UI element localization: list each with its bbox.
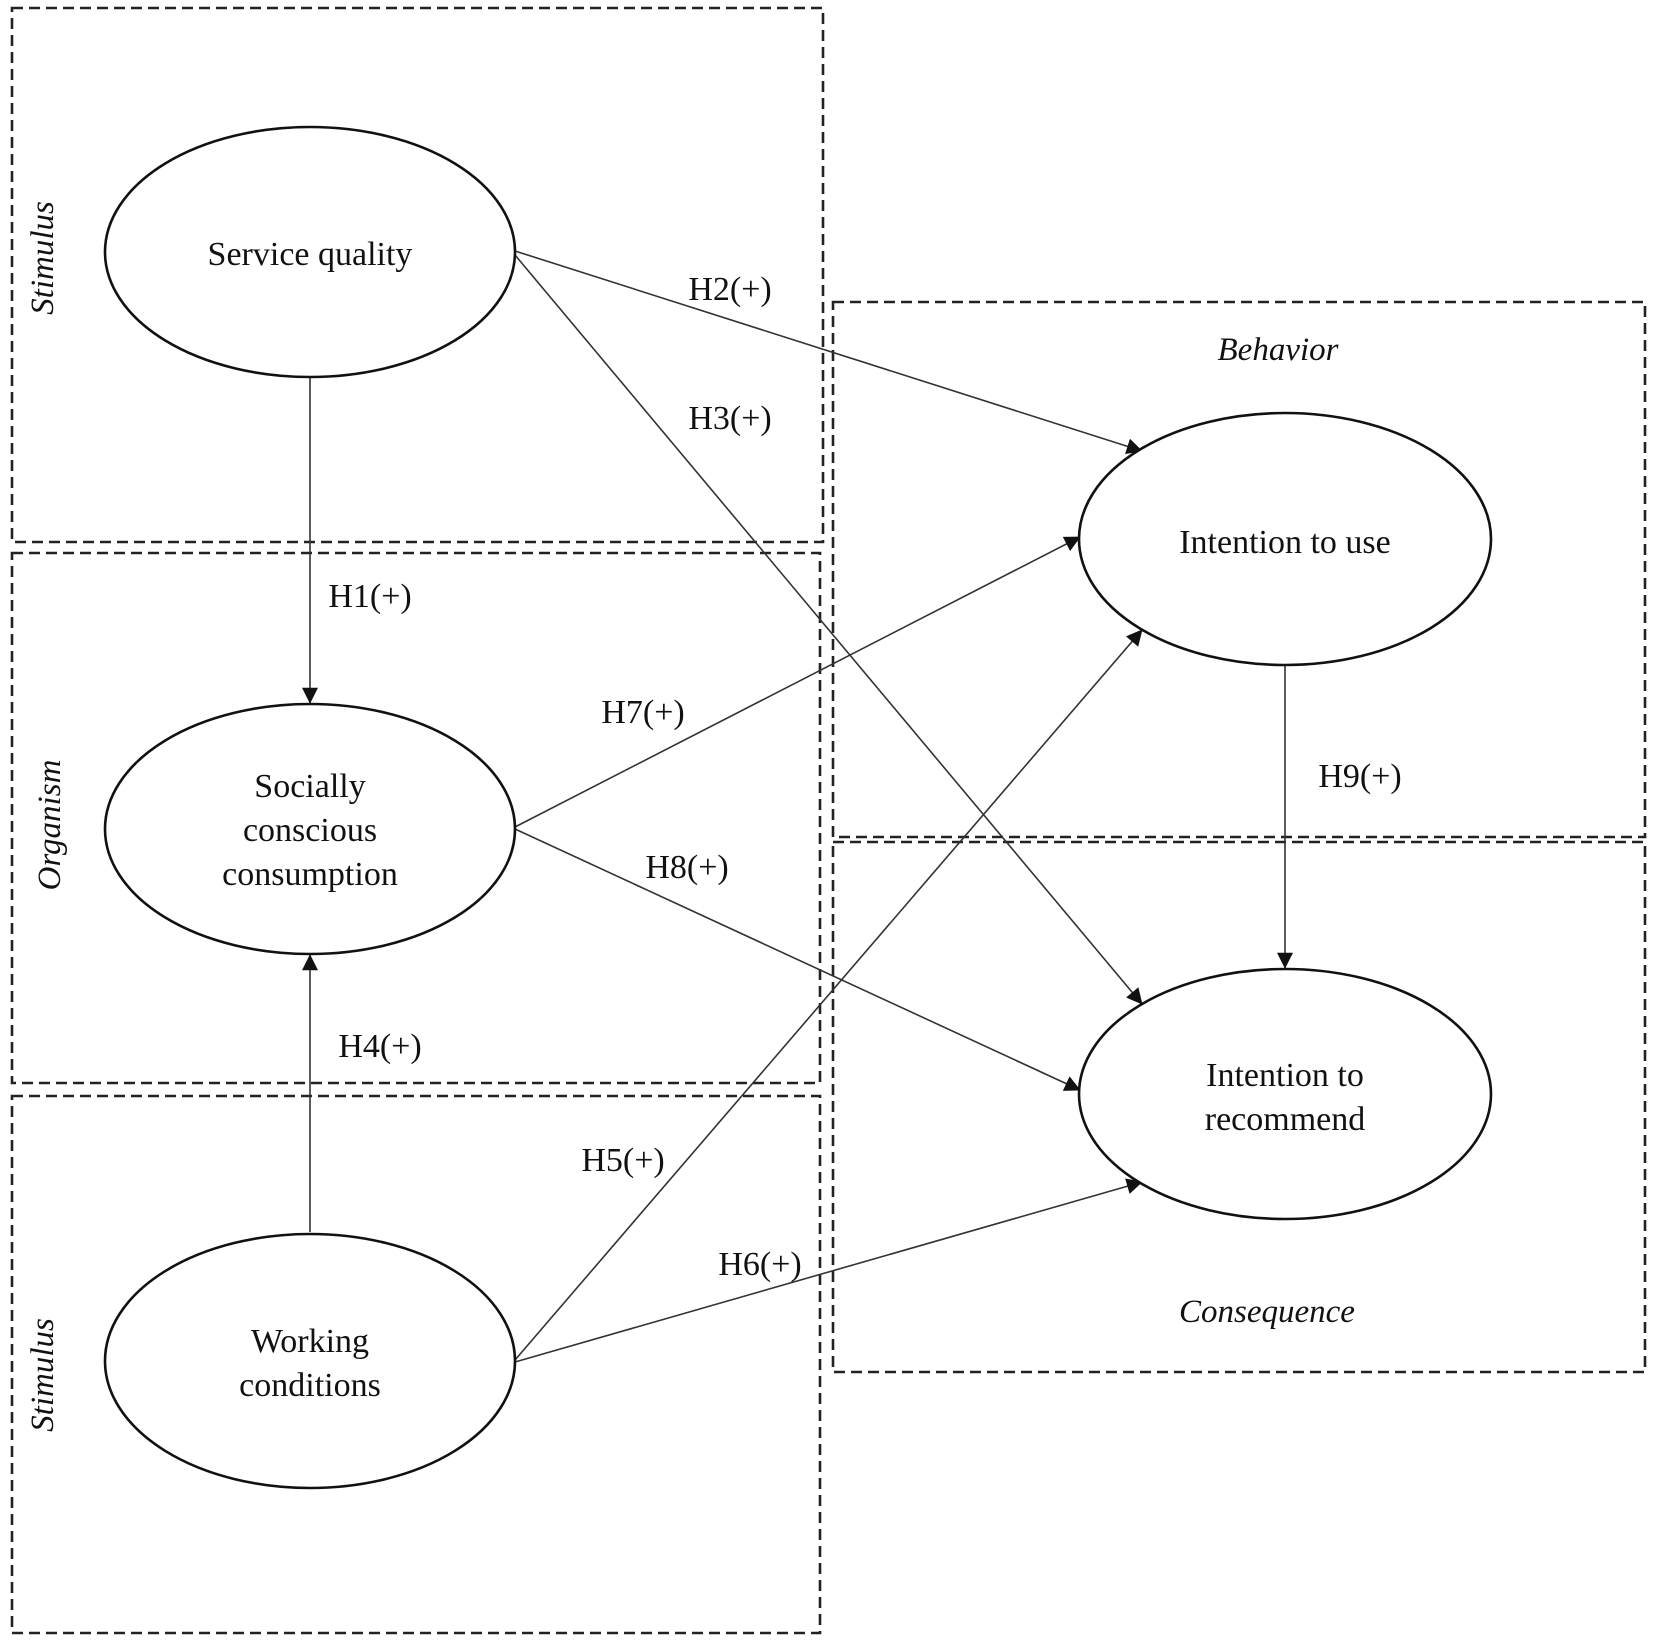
organism-label: Organism	[32, 760, 68, 891]
socially-conscious-label-line1: Socially	[254, 768, 365, 805]
hypothesis-h6-label: H6(+)	[718, 1246, 801, 1283]
stimulus-top-region	[10, 6, 825, 544]
behavior-region	[831, 300, 1647, 839]
stimulus-top-label: Stimulus	[25, 201, 61, 315]
organism-region	[10, 551, 822, 1085]
stimulus-bottom-label: Stimulus	[25, 1318, 61, 1432]
edge-h6	[514, 1178, 1143, 1363]
hypothesis-h2-label: H2(+)	[688, 271, 771, 308]
consequence-label: Consequence	[1179, 1294, 1355, 1330]
edge-h3	[514, 254, 1143, 1005]
consequence-region	[831, 840, 1647, 1374]
intention-to-recommend-label-line1: Intention to	[1206, 1057, 1364, 1094]
node-service-quality: Service quality	[103, 125, 517, 379]
edge-h7	[514, 536, 1081, 828]
node-intention-to-recommend: Intention to recommend	[1077, 967, 1493, 1221]
hypothesis-h1-label: H1(+)	[328, 578, 411, 615]
working-conditions-label-line2: conditions	[239, 1367, 381, 1404]
edge-h5	[514, 629, 1143, 1361]
edge-h8	[514, 828, 1081, 1091]
socially-conscious-label-line2: conscious	[243, 812, 377, 849]
socially-conscious-label-line3: consumption	[222, 856, 398, 893]
edge-h2	[514, 250, 1143, 455]
hypothesis-h9-label: H9(+)	[1318, 758, 1401, 795]
node-intention-to-use: Intention to use	[1077, 411, 1493, 667]
intention-to-recommend-label-line2: recommend	[1205, 1101, 1366, 1138]
node-working-conditions: Working conditions	[103, 1232, 517, 1490]
hypothesis-h5-label: H5(+)	[581, 1142, 664, 1179]
hypothesis-h3-label: H3(+)	[688, 400, 771, 437]
behavior-label: Behavior	[1218, 332, 1339, 368]
working-conditions-label-line1: Working	[251, 1323, 369, 1360]
node-socially-conscious-consumption: Socially conscious consumption	[103, 702, 517, 956]
hypothesis-h7-label: H7(+)	[601, 694, 684, 731]
service-quality-label: Service quality	[208, 236, 413, 273]
intention-to-use-label: Intention to use	[1179, 524, 1391, 561]
hypothesis-h8-label: H8(+)	[645, 849, 728, 886]
hypothesis-h4-label: H4(+)	[338, 1028, 421, 1065]
stimulus-bottom-region	[10, 1094, 822, 1635]
